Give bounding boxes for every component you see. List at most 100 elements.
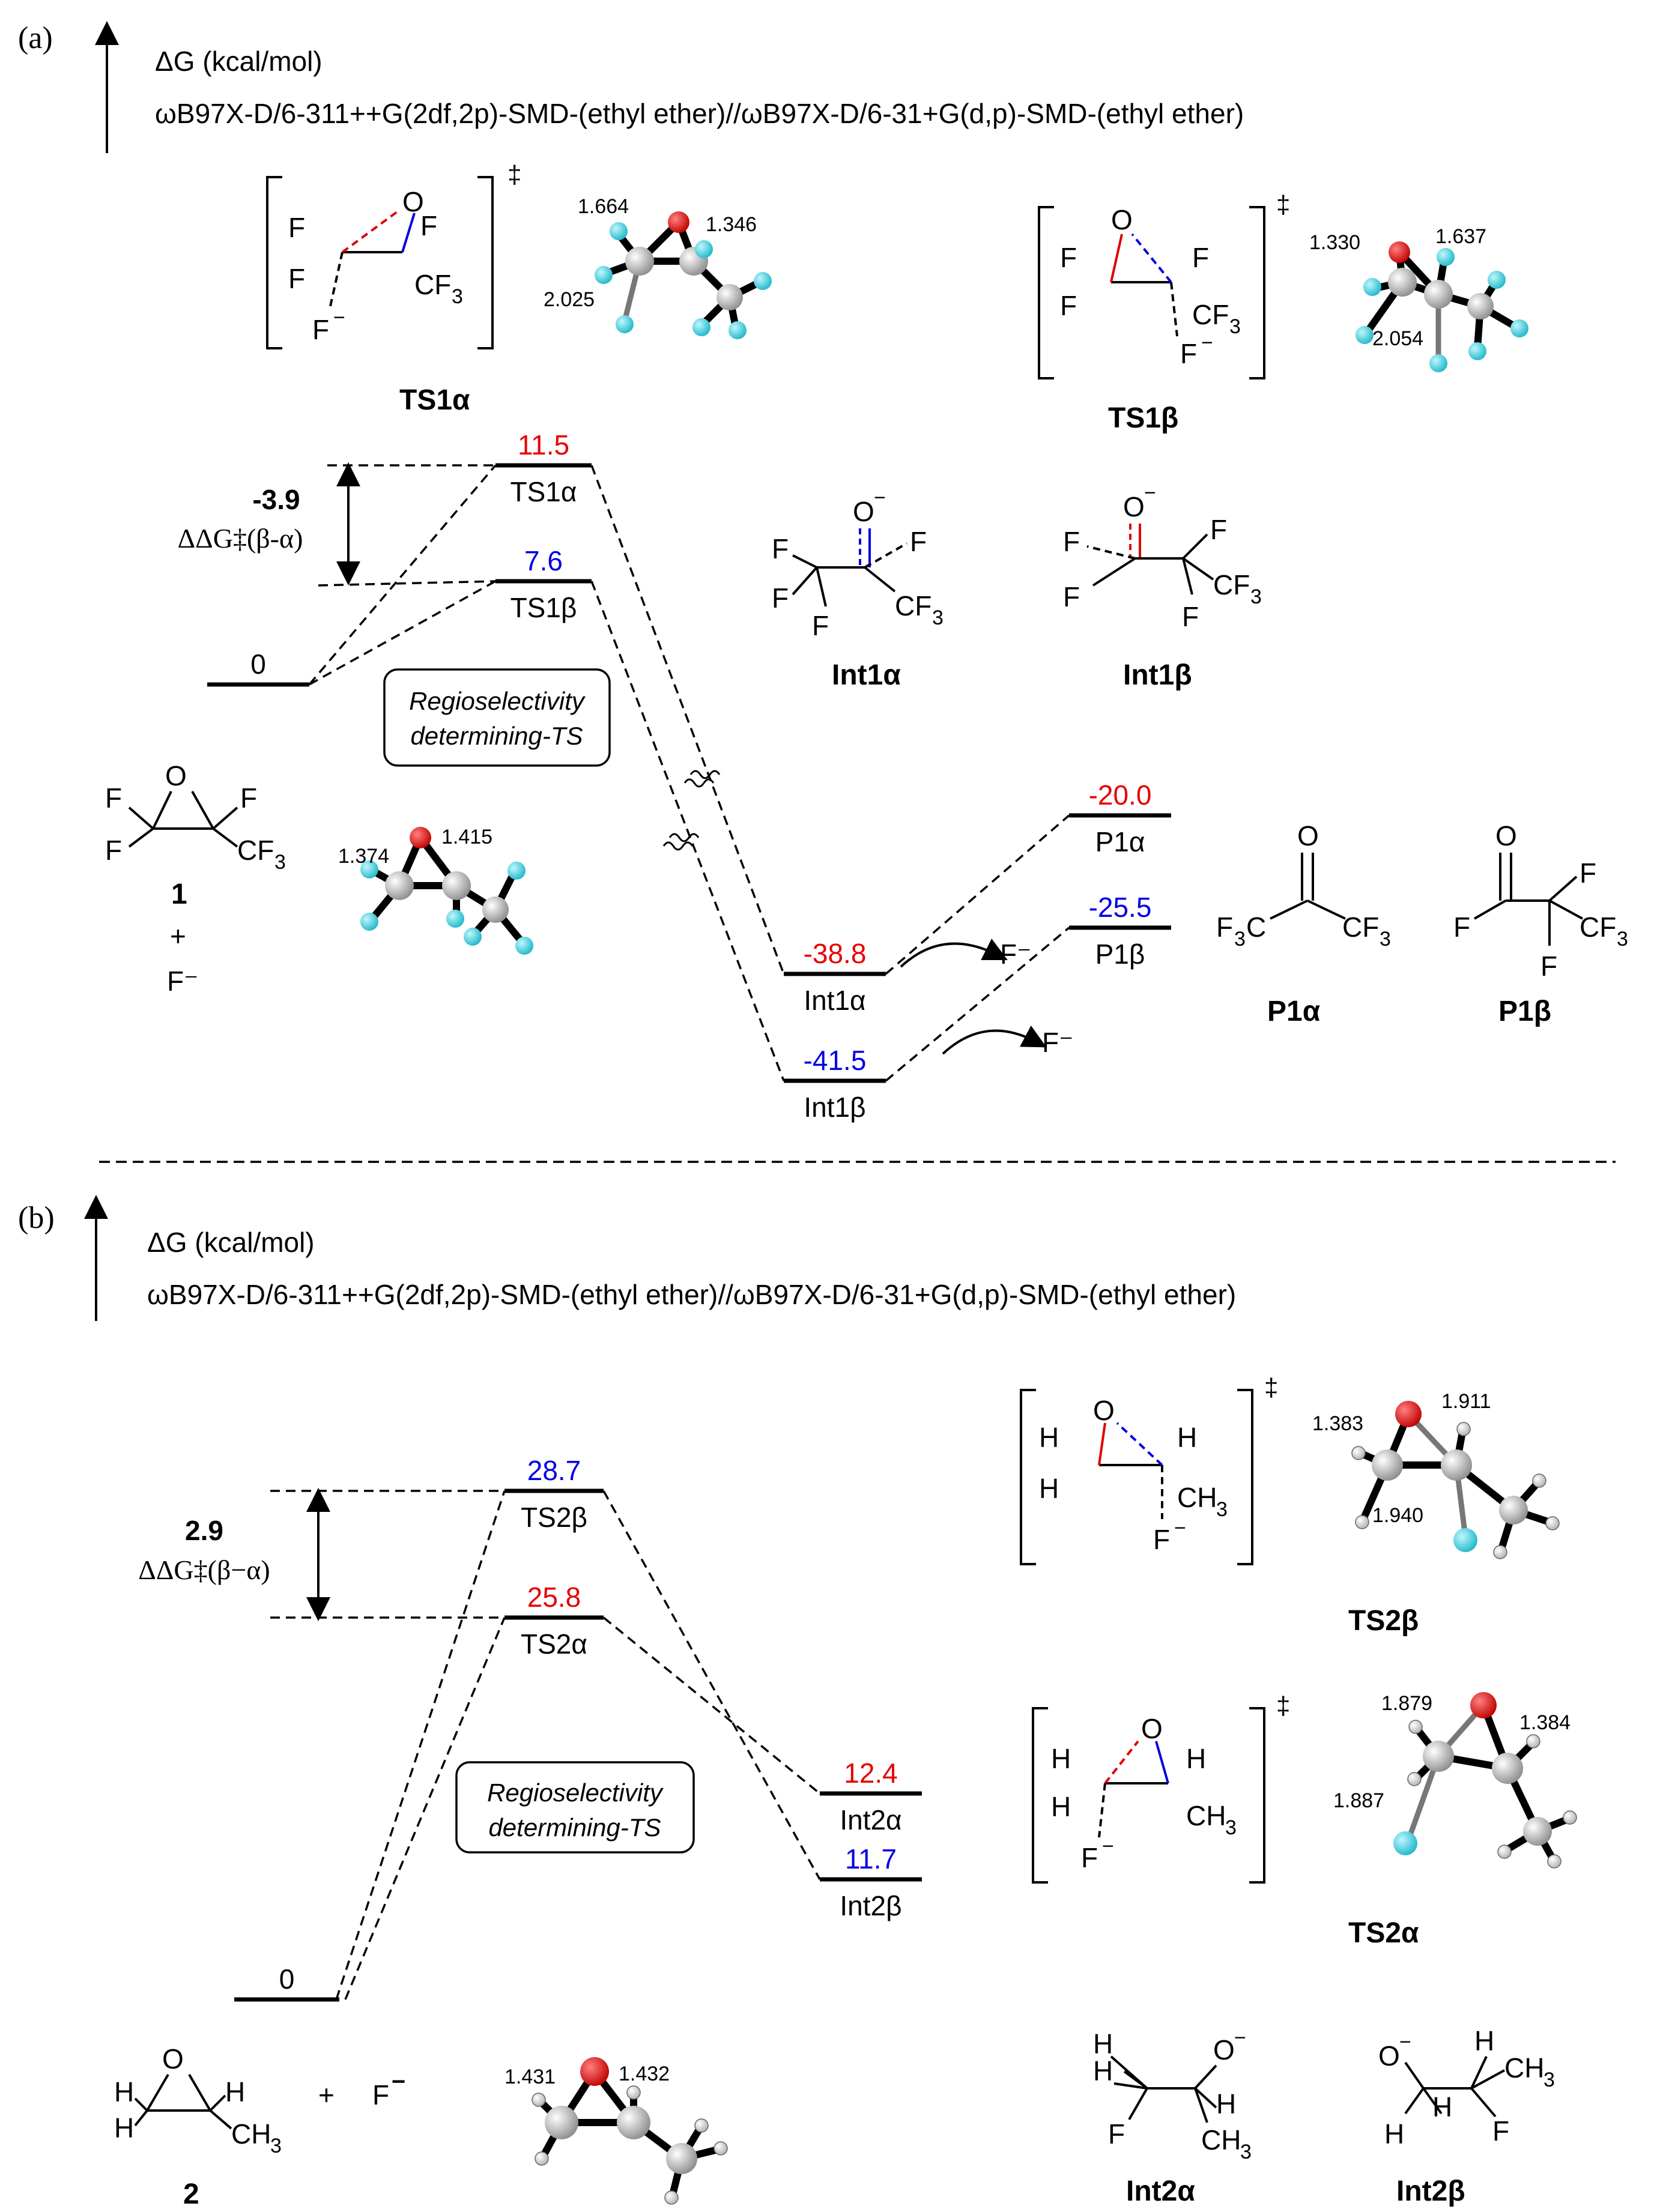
svg-text:O: O <box>162 2043 184 2075</box>
panel-b-method: ωB97X-D/6-311++G(2df,2p)-SMD-(ethyl ethe… <box>147 1279 1236 1310</box>
svg-text:CF: CF <box>414 269 451 300</box>
svg-text:‡: ‡ <box>1276 190 1290 219</box>
svg-text:3: 3 <box>1380 928 1391 950</box>
ts2a-structure: ‡ O H H H CH3 F− <box>1032 1691 1290 1884</box>
panel_a-level-name-p1a: P1α <box>1095 826 1145 857</box>
svg-text:3: 3 <box>1229 315 1241 338</box>
svg-text:O: O <box>402 186 424 217</box>
svg-text:−: − <box>1144 482 1156 504</box>
svg-text:‡: ‡ <box>1264 1373 1278 1401</box>
svg-text:3: 3 <box>1543 2068 1555 2091</box>
reactant-1-label: 1 <box>171 878 187 910</box>
svg-text:O: O <box>1495 820 1517 851</box>
ts2b-structure: ‡ O H H H CH3 F− <box>1020 1373 1278 1565</box>
panel-a-delta-label: ΔΔG‡(β-α) <box>178 523 303 554</box>
ts2a-bond-3: 1.887 <box>1333 1789 1384 1812</box>
ts2a-bond-1: 1.879 <box>1381 1692 1432 1715</box>
panel-b-delta-value: 2.9 <box>185 1515 223 1546</box>
panel_b-level-value-int2a: 12.4 <box>844 1757 898 1789</box>
svg-text:F: F <box>1182 601 1199 632</box>
svg-text:3: 3 <box>1250 585 1262 608</box>
reactant-2-3d-model: 1.431 1.432 <box>504 2057 728 2205</box>
svg-text:F: F <box>1060 242 1077 273</box>
svg-text:F: F <box>1060 290 1077 321</box>
svg-text:F: F <box>1063 581 1080 612</box>
svg-text:O: O <box>853 496 874 527</box>
int2b-label: Int2β <box>1396 2175 1465 2207</box>
svg-text:CF: CF <box>895 590 931 621</box>
panel_a-level-value-ts1a: 11.5 <box>518 429 569 461</box>
panel-b-label: (b) <box>18 1201 55 1235</box>
svg-text:F: F <box>1492 2115 1509 2147</box>
panel_a-level-name-ts1a: TS1α <box>510 476 577 507</box>
svg-text:H: H <box>114 2112 134 2144</box>
svg-text:3: 3 <box>274 851 286 874</box>
svg-text:F: F <box>1180 338 1197 369</box>
svg-text:3: 3 <box>1225 1816 1237 1839</box>
panel-a-level-labels: 011.5TS1α7.6TS1β-38.8Int1α-41.5Int1β-20.… <box>250 429 1151 1123</box>
svg-text:O: O <box>1378 2040 1400 2071</box>
ts1a-bond-3: 2.025 <box>544 288 595 311</box>
reactant-1-plus: + <box>170 920 186 952</box>
reactant-2-fluoride: F <box>372 2079 389 2111</box>
svg-text:F: F <box>812 610 829 641</box>
reactant-1-bond-1: 1.374 <box>338 845 389 868</box>
ts1b-bond-2: 1.637 <box>1435 225 1486 248</box>
svg-text:F: F <box>1063 526 1080 557</box>
ts1a-label: TS1α <box>399 384 470 416</box>
reactant-2-bond-1: 1.431 <box>504 2065 556 2088</box>
panel_b-level-value-int2b: 11.7 <box>845 1843 897 1875</box>
panel_a-level-value-int1a: -38.8 <box>804 938 867 969</box>
svg-text:H: H <box>1432 2091 1452 2123</box>
panel_b-level-value-ts2b: 28.7 <box>527 1455 581 1486</box>
panel_a-level-value-p1b: -25.5 <box>1089 892 1152 923</box>
panel-a-axis-label: ΔG (kcal/mol) <box>155 46 323 77</box>
svg-text:CF: CF <box>237 835 274 866</box>
svg-text:3: 3 <box>932 606 944 629</box>
reactant-2-bond-2: 1.432 <box>619 2062 670 2085</box>
ts1b-bond-1: 1.330 <box>1309 231 1360 254</box>
svg-text:CH: CH <box>1186 1800 1226 1831</box>
ts1a-3d-model: 1.664 1.346 2.025 <box>544 195 772 339</box>
svg-text:CF: CF <box>1192 299 1229 330</box>
svg-text:F: F <box>1216 911 1233 943</box>
svg-text:CH: CH <box>1201 2124 1241 2156</box>
svg-text:CF: CF <box>1342 911 1379 943</box>
svg-text:CH: CH <box>1177 1482 1217 1513</box>
svg-text:−: − <box>1174 1517 1186 1540</box>
panel-a-method: ωB97X-D/6-311++G(2df,2p)-SMD-(ethyl ethe… <box>155 98 1244 129</box>
svg-text:3: 3 <box>1617 928 1628 950</box>
svg-text:F: F <box>288 212 305 243</box>
panel_a-level-name-int1b: Int1β <box>804 1092 865 1123</box>
svg-text:3: 3 <box>1216 1498 1228 1521</box>
svg-text:F: F <box>1081 1842 1098 1873</box>
svg-text:−: − <box>333 306 345 329</box>
int1a-label: Int1α <box>832 659 901 691</box>
reactant-2-plus: + <box>318 2079 335 2111</box>
svg-text:H: H <box>1093 2028 1113 2059</box>
svg-text:F: F <box>1192 242 1209 273</box>
svg-text:H: H <box>1177 1422 1197 1453</box>
panel_b-level-name-ts2a: TS2α <box>521 1628 587 1660</box>
panel_b-level-value-ts2a: 25.8 <box>527 1582 581 1613</box>
svg-text:−: − <box>1201 331 1213 354</box>
panel-b-diagram: Regioselectivity determining-TS <box>234 1488 922 2002</box>
svg-text:H: H <box>1216 2088 1236 2120</box>
svg-text:H: H <box>1051 1743 1071 1774</box>
svg-text:F: F <box>105 835 122 866</box>
ts1b-3d-model: 1.330 1.637 2.054 <box>1309 225 1528 372</box>
panel_b-level-name-int2a: Int2α <box>840 1804 901 1836</box>
panel-a-regio-1: Regioselectivity <box>409 687 586 715</box>
reactant-1-bond-2: 1.415 <box>441 826 492 848</box>
ts2b-label: TS2β <box>1348 1605 1419 1637</box>
svg-text:C: C <box>1246 911 1266 943</box>
svg-text:O: O <box>1123 491 1145 522</box>
svg-text:−: − <box>1102 1835 1114 1858</box>
ts1b-label: TS1β <box>1108 402 1178 434</box>
